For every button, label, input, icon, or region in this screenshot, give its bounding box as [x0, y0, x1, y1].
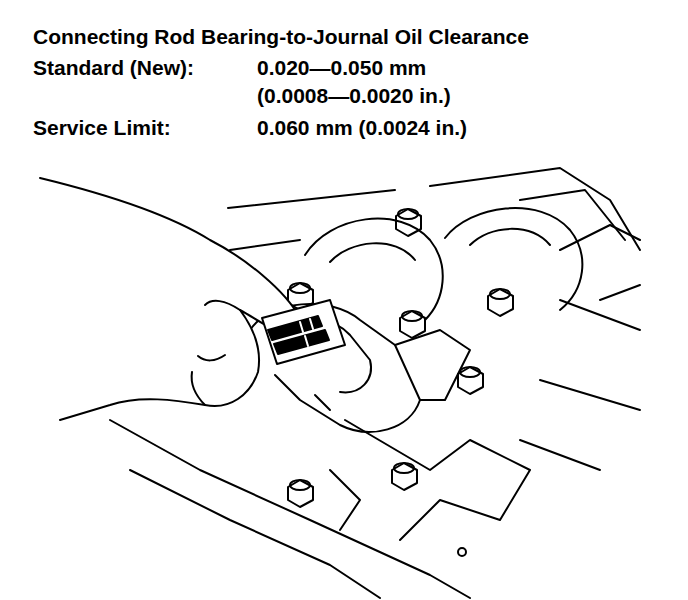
- block-web: [345, 420, 530, 540]
- spec-value: (0.0008—0.0020 in.): [257, 84, 451, 108]
- hand: [40, 178, 302, 420]
- block-edge: [228, 168, 640, 250]
- block-edge: [520, 300, 640, 470]
- bolt-nuts: [288, 209, 513, 556]
- block-edge: [130, 470, 380, 598]
- spec-name: Service Limit:: [33, 116, 171, 140]
- heading: Connecting Rod Bearing-to-Journal Oil Cl…: [33, 25, 529, 49]
- block-web: [330, 470, 360, 530]
- spec-value: 0.020—0.050 mm: [257, 56, 426, 80]
- block-edge: [110, 420, 470, 598]
- spec-name: Standard (New):: [33, 56, 194, 80]
- spec-value: 0.060 mm (0.0024 in.): [257, 116, 467, 140]
- crank-journal: [330, 243, 415, 262]
- crank-web: [560, 225, 640, 300]
- plastigage-scale: [262, 300, 345, 364]
- hand: [192, 301, 240, 405]
- crank-journal: [470, 229, 550, 245]
- crank-journal: [445, 208, 582, 310]
- block-edge: [230, 190, 625, 250]
